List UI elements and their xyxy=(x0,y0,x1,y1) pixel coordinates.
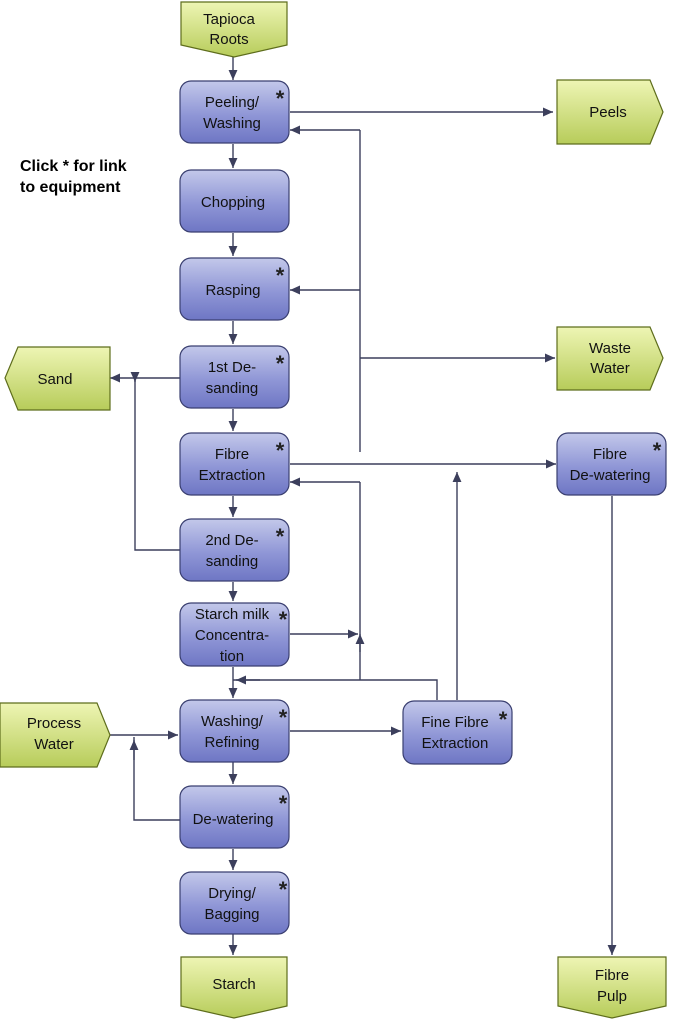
label-concentration-2: Concentra- xyxy=(195,627,269,644)
process-1st-desanding xyxy=(179,345,290,409)
equipment-link-desand1[interactable]: * xyxy=(276,351,285,376)
process-fibre-dewatering xyxy=(556,432,667,496)
desand2-sand-return xyxy=(134,378,180,551)
dewatering-water-return xyxy=(133,737,180,821)
label-concentration-3: tion xyxy=(220,648,244,665)
connectors xyxy=(110,56,617,955)
label-tapioca-roots-2: Roots xyxy=(209,31,248,48)
process-2nd-desanding xyxy=(179,518,290,582)
terminal-fibre-pulp xyxy=(557,956,667,1019)
label-peeling-1: Peeling/ xyxy=(205,94,260,111)
process-rasping xyxy=(179,257,290,321)
note-line-2: to equipment xyxy=(20,179,121,196)
label-process-water-2: Water xyxy=(34,736,73,753)
label-tapioca-roots-1: Tapioca xyxy=(203,11,255,28)
label-concentration-1: Starch milk xyxy=(195,606,270,623)
label-desand2-2: sanding xyxy=(206,553,259,570)
label-chopping: Chopping xyxy=(201,194,265,211)
label-sand: Sand xyxy=(37,371,72,388)
terminal-tapioca-roots xyxy=(180,1,288,58)
label-process-water-1: Process xyxy=(27,715,81,732)
label-fibre-dewatering-2: De-watering xyxy=(570,467,651,484)
fine-fibre-return-line xyxy=(233,679,438,700)
label-desand1-2: sanding xyxy=(206,380,259,397)
label-rasping: Rasping xyxy=(205,282,260,299)
terminal-peels xyxy=(556,79,664,145)
terminal-starch xyxy=(180,956,288,1019)
equipment-link-peeling[interactable]: * xyxy=(276,86,285,111)
label-fibre-pulp-1: Fibre xyxy=(595,967,629,984)
equipment-link-drying[interactable]: * xyxy=(279,877,288,902)
label-desand2-1: 2nd De- xyxy=(205,532,258,549)
process-dewatering xyxy=(179,785,290,849)
equipment-link-fine-fibre[interactable]: * xyxy=(499,707,508,732)
terminal-waste-water xyxy=(556,326,664,391)
label-drying-2: Bagging xyxy=(204,906,259,923)
label-starch: Starch xyxy=(212,976,255,993)
label-dewatering: De-watering xyxy=(193,811,274,828)
note-line-1: Click * for link xyxy=(20,158,127,175)
label-peeling-2: Washing xyxy=(203,115,261,132)
label-fine-fibre-2: Extraction xyxy=(422,735,489,752)
terminal-labels: Tapioca Roots Peels Waste Water Sand Pro… xyxy=(27,11,631,1005)
label-waste-water-1: Waste xyxy=(589,340,631,357)
label-fibre-pulp-2: Pulp xyxy=(597,988,627,1005)
process-fine-fibre-extraction xyxy=(402,700,513,765)
equipment-link-rasping[interactable]: * xyxy=(276,263,285,288)
process-starch-milk-concentration xyxy=(179,602,290,667)
process-boxes xyxy=(179,80,667,935)
label-fibre-extraction-1: Fibre xyxy=(215,446,249,463)
terminal-process-water xyxy=(0,702,111,768)
equipment-link-concentration[interactable]: * xyxy=(279,607,288,632)
equipment-link-note: Click * for link to equipment xyxy=(20,156,190,198)
process-peeling-washing xyxy=(179,80,290,144)
label-fibre-dewatering-1: Fibre xyxy=(593,446,627,463)
label-washing-refining-1: Washing/ xyxy=(201,713,264,730)
label-peels: Peels xyxy=(589,104,627,121)
label-washing-refining-2: Refining xyxy=(204,734,259,751)
process-washing-refining xyxy=(179,699,290,763)
equipment-links: * * * * * * * * * * * xyxy=(276,86,662,902)
process-labels: Peeling/ Washing Chopping Rasping 1st De… xyxy=(193,94,651,923)
process-chopping xyxy=(179,169,290,233)
label-waste-water-2: Water xyxy=(590,360,629,377)
equipment-link-fibre-extraction[interactable]: * xyxy=(276,438,285,463)
label-fine-fibre-1: Fine Fibre xyxy=(421,714,489,731)
process-drying-bagging xyxy=(179,871,290,935)
label-drying-1: Drying/ xyxy=(208,885,256,902)
equipment-link-fibre-dewatering[interactable]: * xyxy=(653,438,662,463)
equipment-link-dewatering[interactable]: * xyxy=(279,791,288,816)
equipment-link-washing-refining[interactable]: * xyxy=(279,705,288,730)
equipment-link-desand2[interactable]: * xyxy=(276,524,285,549)
label-fibre-extraction-2: Extraction xyxy=(199,467,266,484)
terminal-sand xyxy=(4,346,111,411)
label-desand1-1: 1st De- xyxy=(208,359,256,376)
process-fibre-extraction xyxy=(179,432,290,496)
